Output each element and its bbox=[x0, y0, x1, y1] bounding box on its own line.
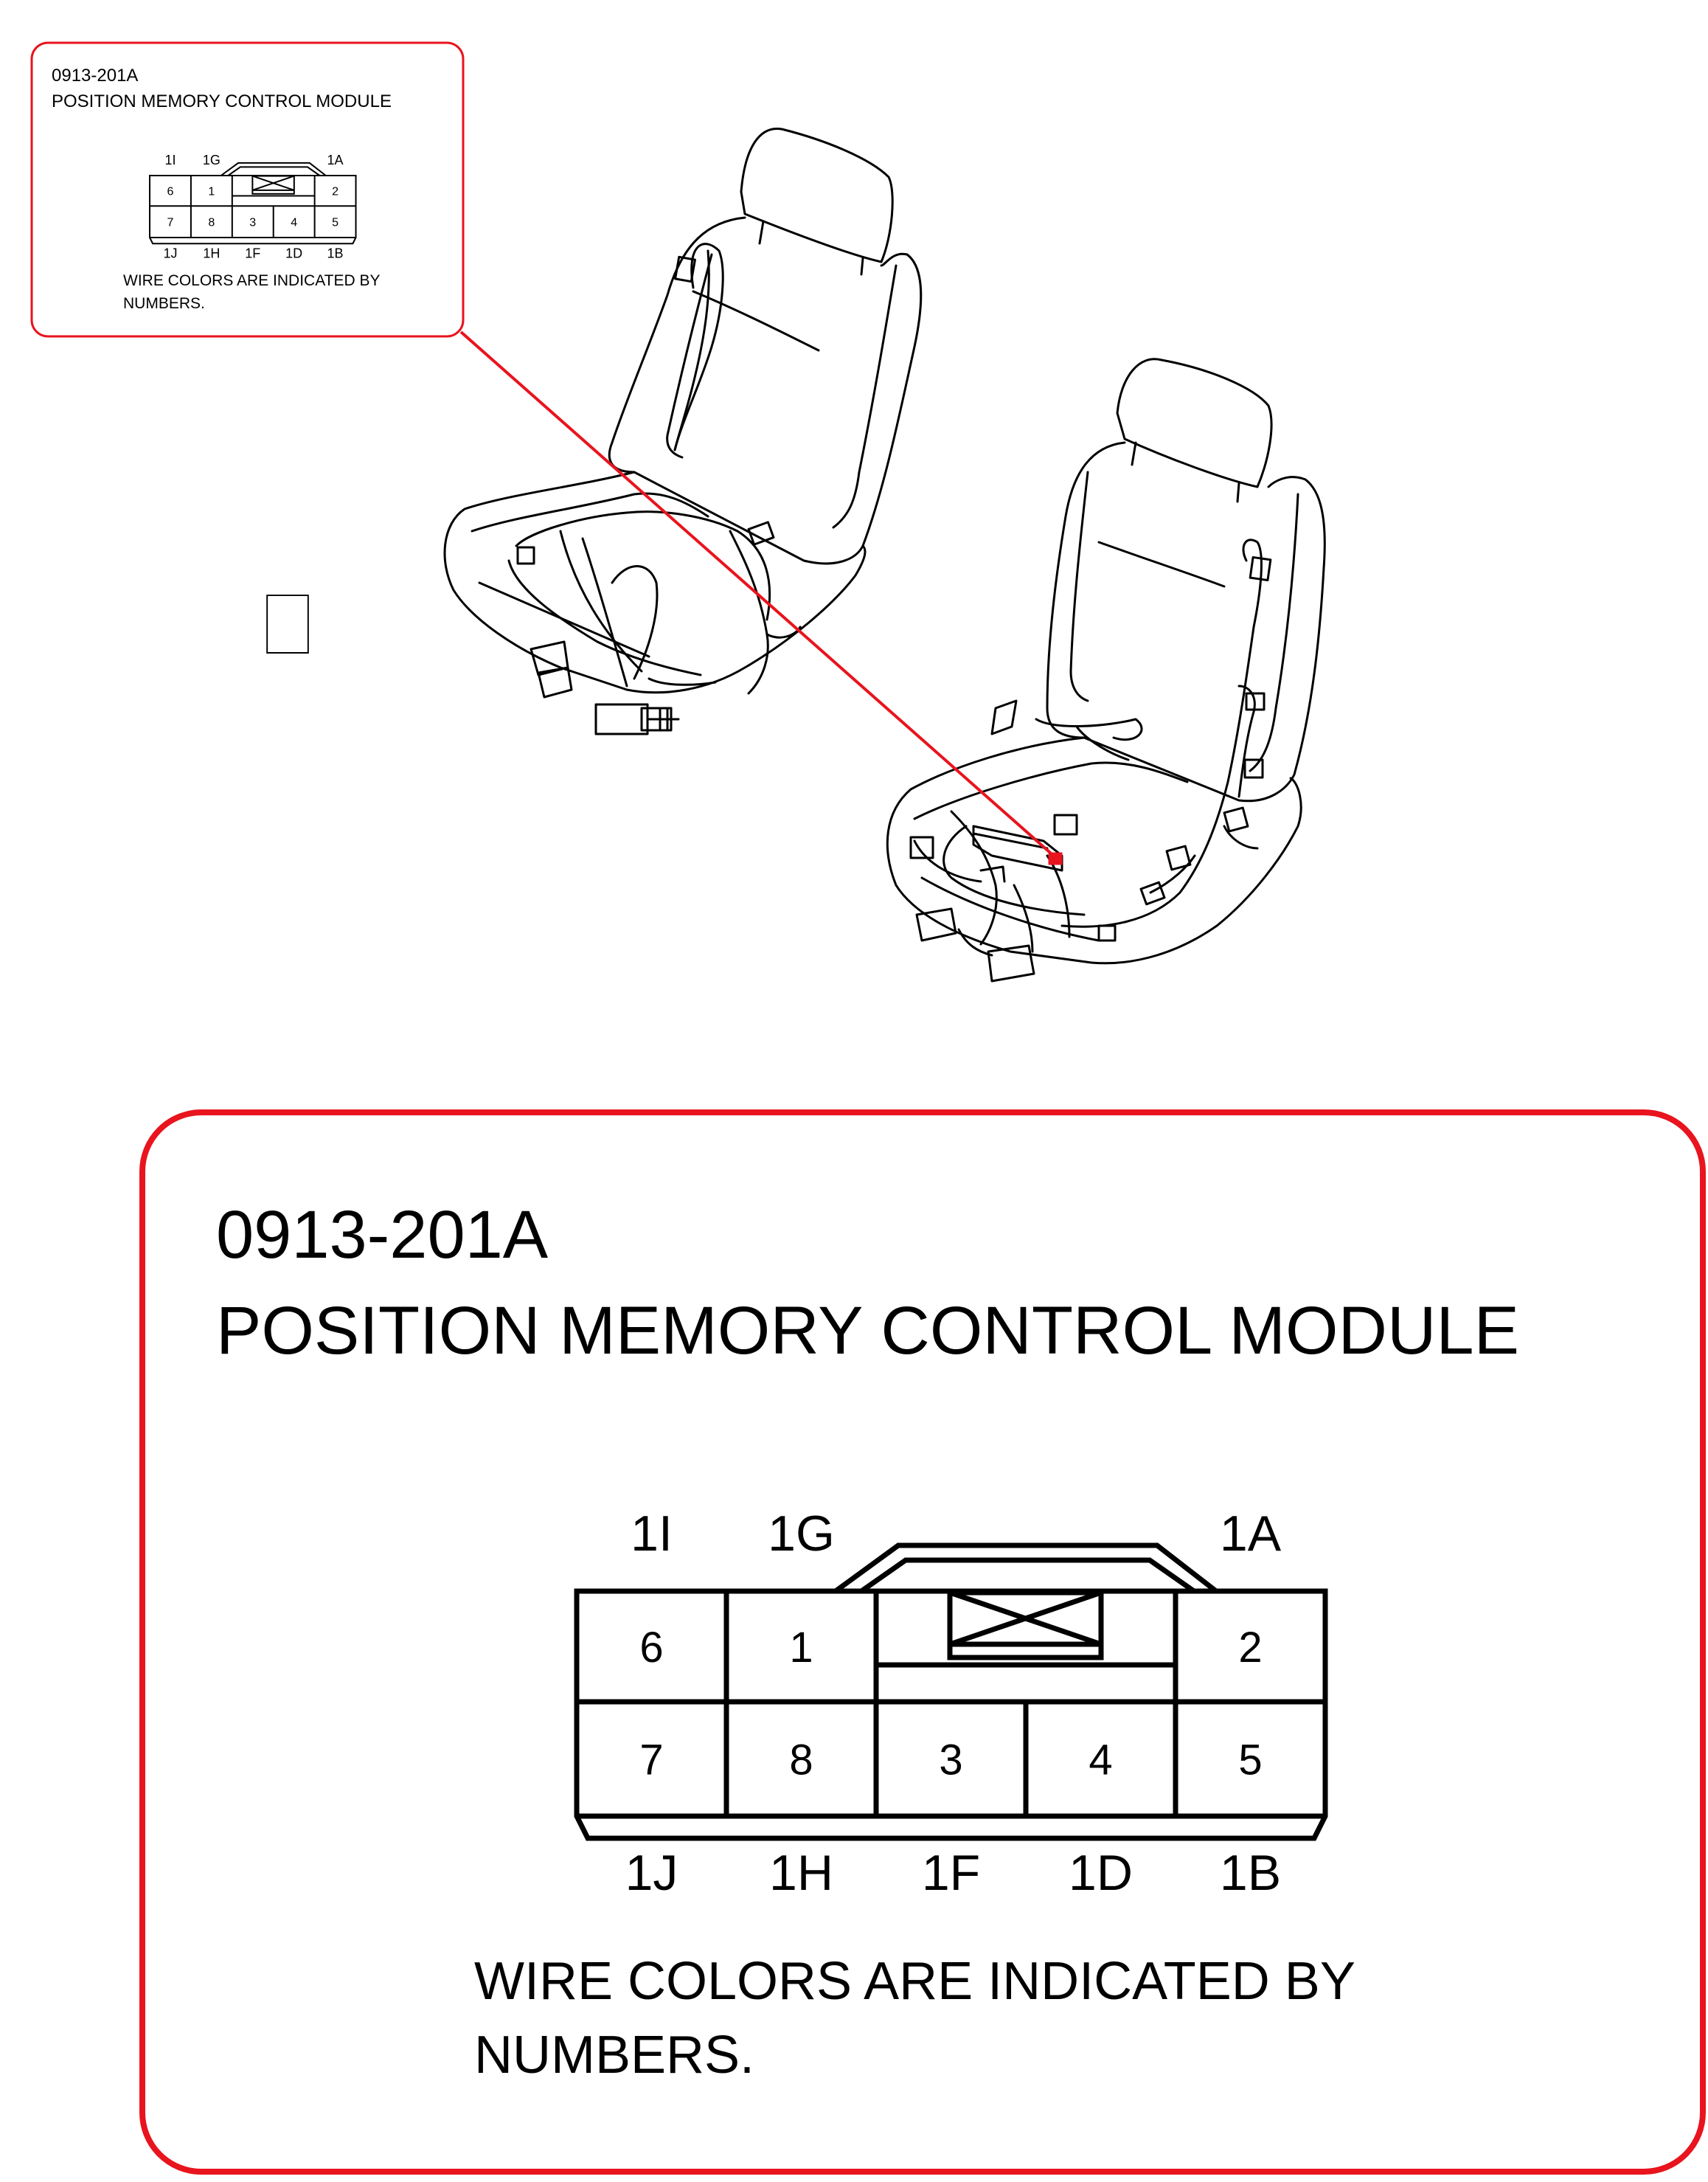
right-seat bbox=[886, 358, 1326, 983]
pin-label-top: 1G bbox=[768, 1506, 835, 1562]
seat-wiring-illustration bbox=[443, 127, 1326, 983]
detail-callout-box: 0913-201A POSITION MEMORY CONTROL MODULE… bbox=[139, 1109, 1706, 2175]
detail-note-line1: WIRE COLORS ARE INDICATED BY bbox=[474, 1952, 1355, 2011]
inset-connector-body bbox=[266, 595, 309, 654]
detail-connector-drawing: 6 1 2 7 8 3 4 5 1I 1G 1A 1J 1H 1F 1D 1B bbox=[574, 1506, 1328, 1901]
pin-label-bottom: 1F bbox=[245, 246, 260, 261]
pin-cell: 3 bbox=[939, 1736, 962, 1784]
pin-label-bottom: 1F bbox=[922, 1845, 980, 1901]
detail-note-line2: NUMBERS. bbox=[474, 2026, 754, 2085]
pin-label-bottom: 1B bbox=[1220, 1845, 1281, 1901]
pin-label-top: 1I bbox=[164, 153, 176, 167]
pin-cell: 8 bbox=[208, 216, 215, 229]
pin-cell: 6 bbox=[167, 185, 173, 198]
left-seat bbox=[443, 127, 923, 735]
pin-label-top: 1G bbox=[203, 153, 221, 167]
detail-title: POSITION MEMORY CONTROL MODULE bbox=[216, 1293, 1519, 1368]
callout-leader-line bbox=[459, 330, 1058, 859]
memory-module-body bbox=[972, 825, 1063, 872]
inset-connector bbox=[266, 595, 309, 654]
pin-cell: 3 bbox=[249, 216, 256, 229]
inset-note-line1: WIRE COLORS ARE INDICATED BY bbox=[123, 272, 381, 289]
pin-cell: 5 bbox=[1238, 1736, 1262, 1784]
inset-connector-drawing: 6 1 2 7 8 3 4 5 1I 1G 1A 1J 1H 1F 1D 1B bbox=[149, 153, 357, 261]
pin-label-bottom: 1D bbox=[285, 246, 302, 261]
connector-key bbox=[221, 162, 327, 176]
detail-part-number: 0913-201A bbox=[216, 1197, 549, 1272]
pin-label-bottom: 1D bbox=[1069, 1845, 1133, 1901]
pin-label-bottom: 1H bbox=[203, 246, 220, 261]
pin-label-top: 1I bbox=[631, 1506, 673, 1562]
pin-cell: 7 bbox=[639, 1736, 663, 1784]
pin-cell: 1 bbox=[789, 1624, 813, 1672]
inset-note-line2: NUMBERS. bbox=[123, 295, 205, 312]
inset-callout-box: 0913-201A POSITION MEMORY CONTROL MODULE… bbox=[30, 41, 465, 654]
pin-label-bottom: 1H bbox=[769, 1845, 833, 1901]
pin-cell: 7 bbox=[167, 216, 173, 229]
pin-cell: 5 bbox=[332, 216, 339, 229]
pin-cell: 1 bbox=[208, 185, 215, 198]
pin-label-top: 1A bbox=[1220, 1506, 1282, 1562]
pin-cell: 2 bbox=[332, 185, 339, 198]
pin-cell: 6 bbox=[639, 1624, 663, 1672]
crossed-box-icon bbox=[947, 1590, 1104, 1660]
pin-label-bottom: 1J bbox=[625, 1845, 678, 1901]
pin-label-bottom: 1J bbox=[163, 246, 177, 261]
pin-cell: 2 bbox=[1238, 1624, 1262, 1672]
crossed-box-icon bbox=[251, 175, 295, 195]
connector-key bbox=[833, 1542, 1218, 1593]
pin-label-top: 1A bbox=[327, 153, 344, 167]
pin-cell: 4 bbox=[291, 216, 297, 229]
inset-title: POSITION MEMORY CONTROL MODULE bbox=[52, 91, 392, 111]
inset-part-number: 0913-201A bbox=[52, 66, 138, 86]
pin-cell: 8 bbox=[789, 1736, 813, 1784]
pin-label-bottom: 1B bbox=[327, 246, 344, 261]
pin-cell: 4 bbox=[1089, 1736, 1112, 1784]
